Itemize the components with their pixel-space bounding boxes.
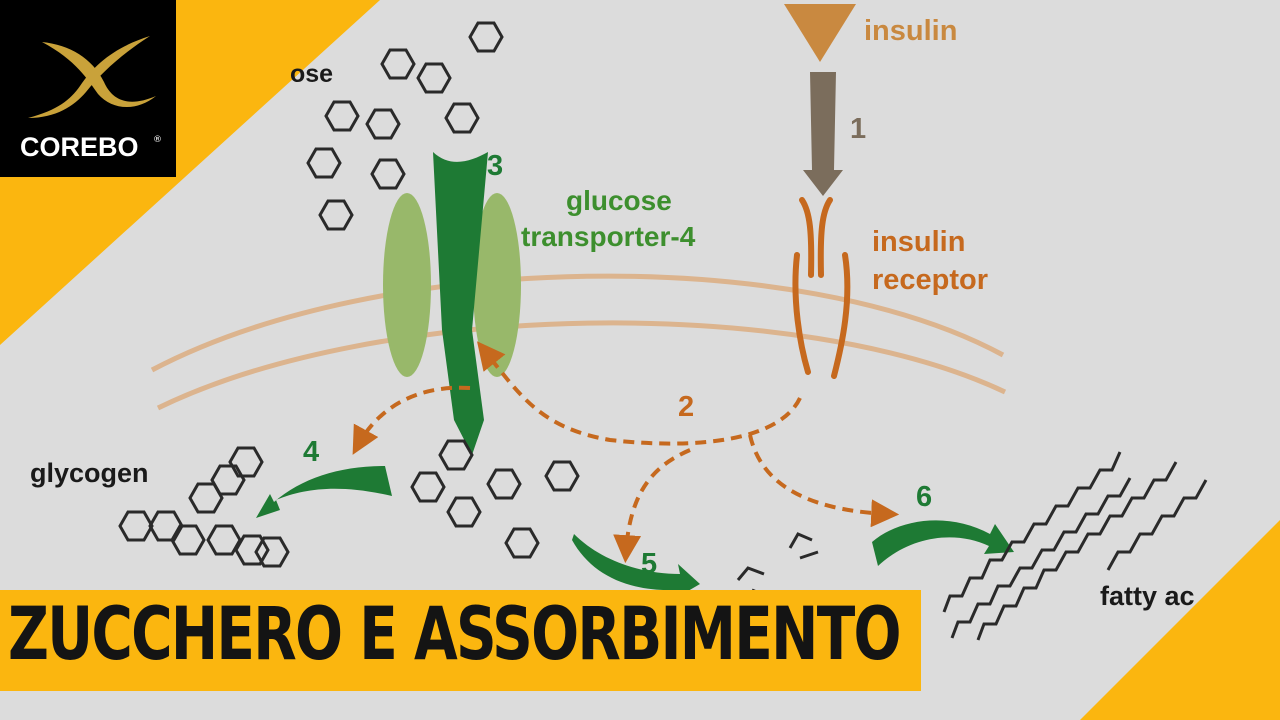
glycogen-molecule bbox=[118, 446, 290, 568]
glut4-label-line1: glucose bbox=[566, 185, 672, 216]
insulin-receptor-label-line1: insulin bbox=[872, 226, 966, 258]
glucose-uptake-arrow bbox=[433, 152, 488, 455]
corner-wedge-top-left bbox=[0, 0, 380, 345]
logo-wordmark: COREBO bbox=[20, 132, 139, 162]
glut4-transporter-left bbox=[383, 193, 431, 377]
corebo-logo[interactable]: COREBO ® bbox=[0, 0, 176, 177]
insulin-receptor-icon bbox=[792, 197, 851, 379]
step-5-label: 5 bbox=[641, 548, 658, 580]
step-4-label: 4 bbox=[303, 436, 320, 468]
glucose-molecules-extracellular bbox=[306, 21, 504, 231]
step-2-label: 2 bbox=[678, 391, 695, 423]
insulin-icon bbox=[784, 4, 856, 62]
fatty-acid-chains bbox=[942, 451, 1208, 641]
video-title: ZUCCHERO E ASSORBIMENTO bbox=[8, 592, 902, 677]
insulin-receptor-label-line2: receptor bbox=[872, 264, 989, 296]
glut4-label-line2: transporter-4 bbox=[521, 221, 696, 252]
glycogenesis-arrow bbox=[256, 466, 392, 518]
insulin-binding-arrow bbox=[803, 72, 843, 196]
step-6-label: 6 bbox=[916, 481, 933, 513]
signaling-pathway-2 bbox=[352, 341, 900, 564]
metabolite-fragments bbox=[736, 532, 819, 598]
corebo-logo-mark-icon bbox=[28, 36, 156, 118]
cell-membrane-outer bbox=[150, 273, 1005, 373]
step-3-label: 3 bbox=[487, 150, 504, 182]
glycolysis-arrow bbox=[572, 534, 700, 598]
title-banner bbox=[0, 590, 921, 691]
glycogen-label: glycogen bbox=[30, 458, 149, 488]
logo-registered-mark: ® bbox=[153, 135, 162, 145]
insulin-label: insulin bbox=[864, 15, 958, 47]
corner-wedge-bottom-right bbox=[1080, 520, 1280, 720]
glut4-transporter-right bbox=[473, 193, 521, 377]
lipogenesis-arrow bbox=[872, 520, 1014, 566]
glucose-label: ose bbox=[290, 60, 334, 88]
step-1-label: 1 bbox=[850, 113, 867, 145]
glucose-molecules-intracellular bbox=[410, 439, 580, 559]
cell-membrane-inner bbox=[156, 320, 1007, 411]
fatty-acids-label: fatty ac bbox=[1100, 581, 1195, 611]
